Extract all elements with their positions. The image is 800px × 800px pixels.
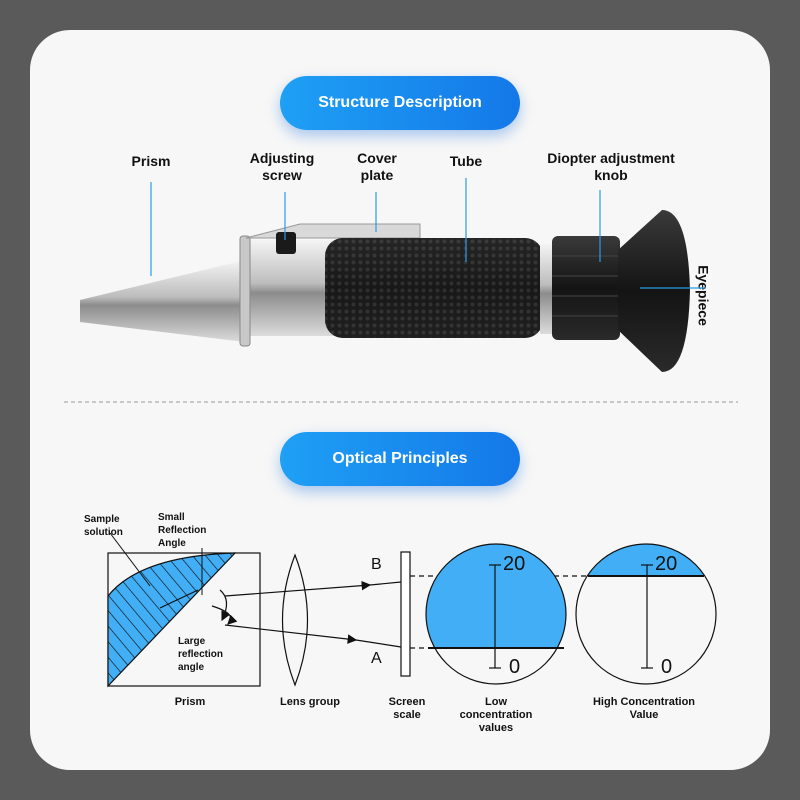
ray-b — [224, 580, 372, 597]
adjusting-screw-label: Adjusting screw — [249, 150, 315, 183]
high-concentration-view — [575, 543, 717, 685]
point-a-label: A — [371, 650, 382, 667]
reflection-ray — [159, 589, 199, 609]
screen-scale-label: Screen scale — [388, 696, 426, 721]
low-scale-bottom: 0 — [509, 656, 521, 678]
optical-principles-pill: Optical Principles — [280, 432, 520, 486]
adjusting-screw — [276, 232, 296, 254]
point-b-label: B — [371, 556, 382, 573]
optical-principles-title: Optical Principles — [332, 450, 468, 467]
knob-ridges — [552, 255, 620, 317]
sample-pointer — [109, 532, 151, 587]
tube-label: Tube — [449, 153, 483, 169]
lens-group-label: Lens group — [280, 696, 340, 708]
cover-plate-label: Cover plate — [357, 150, 397, 183]
low-scale-top: 20 — [503, 553, 526, 575]
prism-cone — [80, 260, 245, 342]
optical-prism-label: Prism — [174, 696, 206, 708]
low-concentration-view — [425, 543, 567, 685]
high-concentration-label: High Concentration Value — [592, 696, 696, 721]
high-fill — [576, 544, 716, 576]
diopter-knob — [552, 236, 620, 340]
leader-lines — [150, 178, 706, 289]
low-fill — [426, 544, 566, 648]
structure-description-title: Structure Description — [318, 94, 482, 111]
high-scale-bottom: 0 — [661, 656, 673, 678]
eyepiece-cup — [618, 210, 690, 372]
diopter-knob-label: Diopter adjustment knob — [547, 150, 675, 183]
small-angle-arc — [219, 589, 231, 622]
sample-solution-label: Sample solution — [84, 514, 123, 538]
metal-body — [240, 240, 335, 336]
low-concentration-label: Low concentration values — [459, 696, 533, 734]
sample-region — [107, 552, 237, 688]
prism-label: Prism — [131, 153, 171, 169]
collar — [540, 244, 554, 334]
ray-a — [224, 624, 358, 644]
screen — [400, 551, 411, 677]
prism-flange — [239, 235, 251, 347]
high-scale-top: 20 — [655, 553, 678, 575]
lens — [281, 553, 309, 687]
large-angle-arc — [211, 605, 238, 625]
small-reflection-angle-label: Small Reflection Angle — [158, 512, 207, 549]
structure-description-pill: Structure Description — [280, 76, 520, 130]
large-reflection-angle-label: Large reflection angle — [178, 636, 224, 673]
